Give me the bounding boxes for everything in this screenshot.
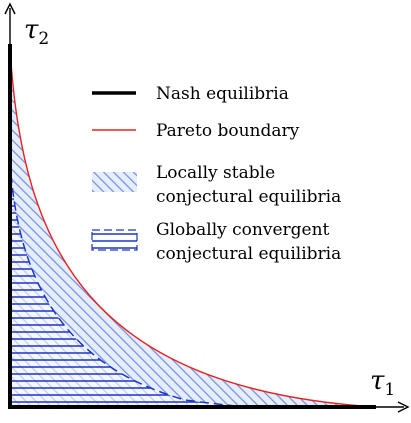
- globally-convergent-boundary: [9, 159, 251, 408]
- legend-pareto-label: Pareto boundary: [156, 121, 300, 141]
- legend-nash-label: Nash equilibria: [156, 84, 289, 104]
- x-axis-label: τ1: [370, 366, 395, 400]
- legend-globally-convergent-swatch: [91, 229, 138, 251]
- legend-locally-stable-label-2: conjectural equilibria: [156, 187, 341, 207]
- legend-locally-stable-label: Locally stable: [156, 163, 275, 183]
- y-axis-label: τ2: [24, 15, 49, 49]
- y-axis-arrow: [4, 2, 16, 15]
- legend-globally-convergent-label: Globally convergent: [156, 220, 330, 240]
- globally-convergent-region: [10, 160, 250, 407]
- locally-stable-region: [10, 48, 375, 407]
- x-axis-arrow: [397, 401, 410, 413]
- legend: Nash equilibria Pareto boundary Locally …: [91, 84, 341, 264]
- legend-locally-stable-swatch: [92, 172, 137, 192]
- legend-globally-convergent-label-2: conjectural equilibria: [156, 244, 341, 264]
- pareto-boundary-curve: [9, 47, 376, 408]
